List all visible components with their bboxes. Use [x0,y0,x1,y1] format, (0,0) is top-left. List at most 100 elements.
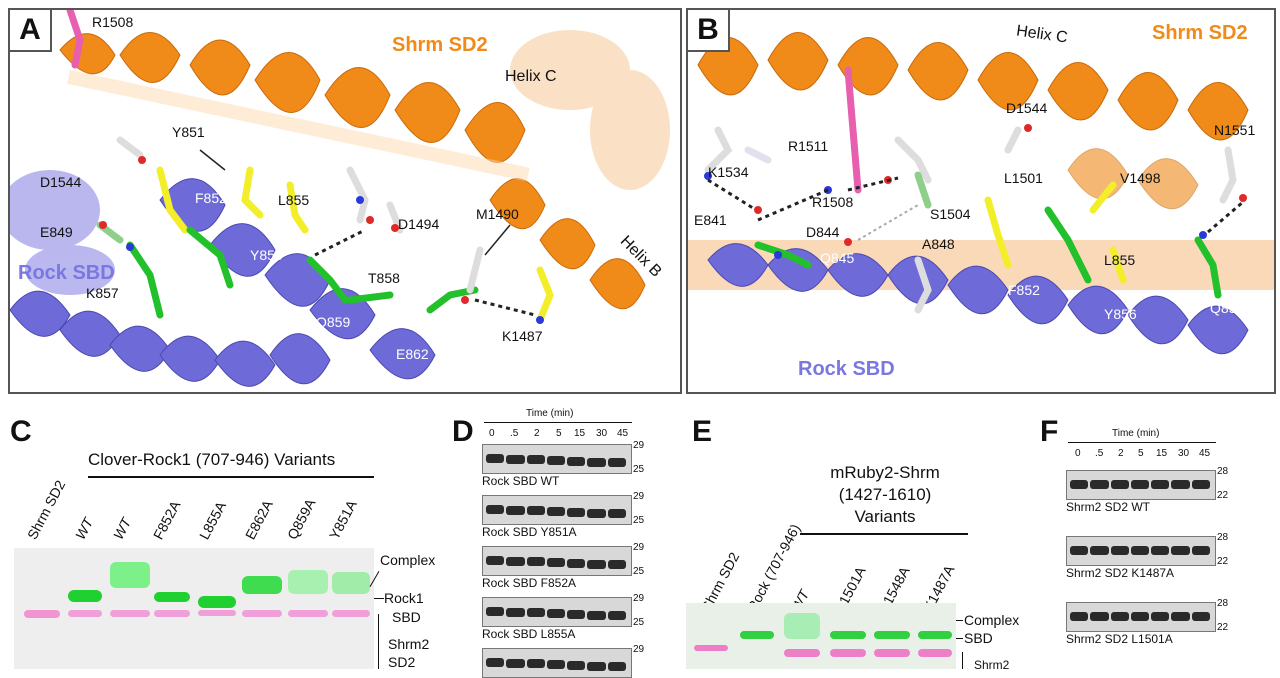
time-point: 45 [1199,448,1211,459]
time-rule [1068,442,1216,443]
western-blot-strip [1066,536,1216,566]
blot-band [506,607,525,617]
gel-band [242,576,282,594]
time-point: 5 [1138,448,1144,459]
blot-band [1191,546,1210,555]
residue-label: S1504 [930,206,971,222]
gel-band [68,590,102,602]
blot-band [1171,546,1190,555]
blot-band [1110,612,1129,621]
blot-band [486,658,505,667]
blot-band [526,659,545,669]
blot-band [1151,480,1170,489]
gel-marker-label: SBD [392,609,421,625]
time-point: .5 [1095,448,1104,459]
residue-label: D1544 [1006,100,1048,116]
gel-band [288,610,328,617]
blot-band [1151,546,1170,555]
gel-band [288,570,328,594]
blot-band [526,455,545,465]
gel-marker-label: Shrm2 [388,636,430,652]
marker-kda-bottom: 22 [1217,556,1229,567]
gel-band [154,592,190,602]
time-point: 2 [534,428,540,439]
residue-label: F852 [195,190,227,206]
time-point: 0 [1075,448,1081,459]
blot-band [1110,546,1129,555]
residue-label: L1501 [1004,170,1043,186]
marker-kda-bottom: 25 [633,515,645,526]
marker-kda-top: 29 [633,644,645,655]
gel-band [694,645,728,651]
blot-band [607,509,626,519]
time-point: 30 [596,428,608,439]
residue-label: E849 [928,308,961,324]
marker-kda-top: 29 [633,491,645,502]
residue-label: L855 [1104,252,1136,268]
helix-c-label-a: Helix C [505,68,557,85]
blot-label: Rock SBD Y851A [482,525,577,539]
blot-band [567,609,586,619]
time-point: .5 [510,428,519,439]
time-axis-label: Time (min) [1112,428,1160,439]
residue-label: K1487 [502,328,543,344]
time-point: 45 [617,428,629,439]
residue-label: Y851 [172,124,205,140]
blot-band [587,559,606,569]
blot-band [1191,612,1210,621]
marker-kda-bottom: 25 [633,617,645,628]
gel-band [918,649,952,657]
residue-label: Y856 [1104,306,1137,322]
blot-band [546,660,566,670]
panel-c-title: Clover-Rock1 (707-946) Variants [88,450,336,469]
gel-bracket [378,614,379,669]
residue-label: M1490 [476,206,519,222]
residue-label: Q1541 [924,108,967,124]
gel-band [874,649,910,657]
blot-band [1070,612,1089,621]
marker-kda-top: 28 [1217,598,1229,609]
blot-label: Shrm2 SD2 WT [1066,500,1151,514]
residue-label: Q859 [316,314,351,330]
residue-label: T858 [368,270,400,286]
blot-band [607,458,626,468]
western-blot-strip [1066,602,1216,632]
gel-band [784,613,820,639]
blot-band [1171,612,1190,621]
gel-marker-label: Rock1 [384,590,424,606]
blot-band [567,660,586,670]
blot-label: Rock SBD L855A [482,627,576,641]
western-blot-strip [1066,470,1216,500]
western-blot-strip [482,597,632,627]
lane-label: Q859A [283,495,319,542]
residue-label: E841 [694,212,727,228]
panel-b-structure [688,10,1274,392]
shrm-sd2-label-a: Shrm SD2 [392,34,488,56]
gel-band [830,649,866,657]
blot-band [607,560,626,570]
time-rule [484,422,632,423]
blot-band [567,456,586,466]
gel-bracket [962,652,963,669]
residue-label: L1548 [1156,132,1195,148]
panel-e-gel [686,603,956,669]
blot-label: Rock SBD F852A [482,576,577,590]
gel-marker-label: Shrm2 [974,658,1010,672]
marker-kda-top: 29 [633,542,645,553]
residue-label: K857 [86,285,119,301]
gel-band [332,610,370,617]
gel-marker-label: SBD [964,630,993,646]
blot-band [567,558,586,568]
gel-bracket [956,638,963,639]
blot-band [1191,480,1210,489]
panel-e-title-line: Variants [854,507,916,526]
residue-label: F852 [1008,282,1040,298]
panel-d-letter: D [452,415,474,448]
marker-kda-top: 29 [633,593,645,604]
gel-band [198,596,236,608]
blot-band [1151,612,1170,621]
gel-band [68,610,102,617]
residue-label: A848 [922,236,955,252]
gel-marker-label: Complex [380,552,436,568]
blot-label: Shrm2 SD2 K1487A [1066,566,1175,580]
